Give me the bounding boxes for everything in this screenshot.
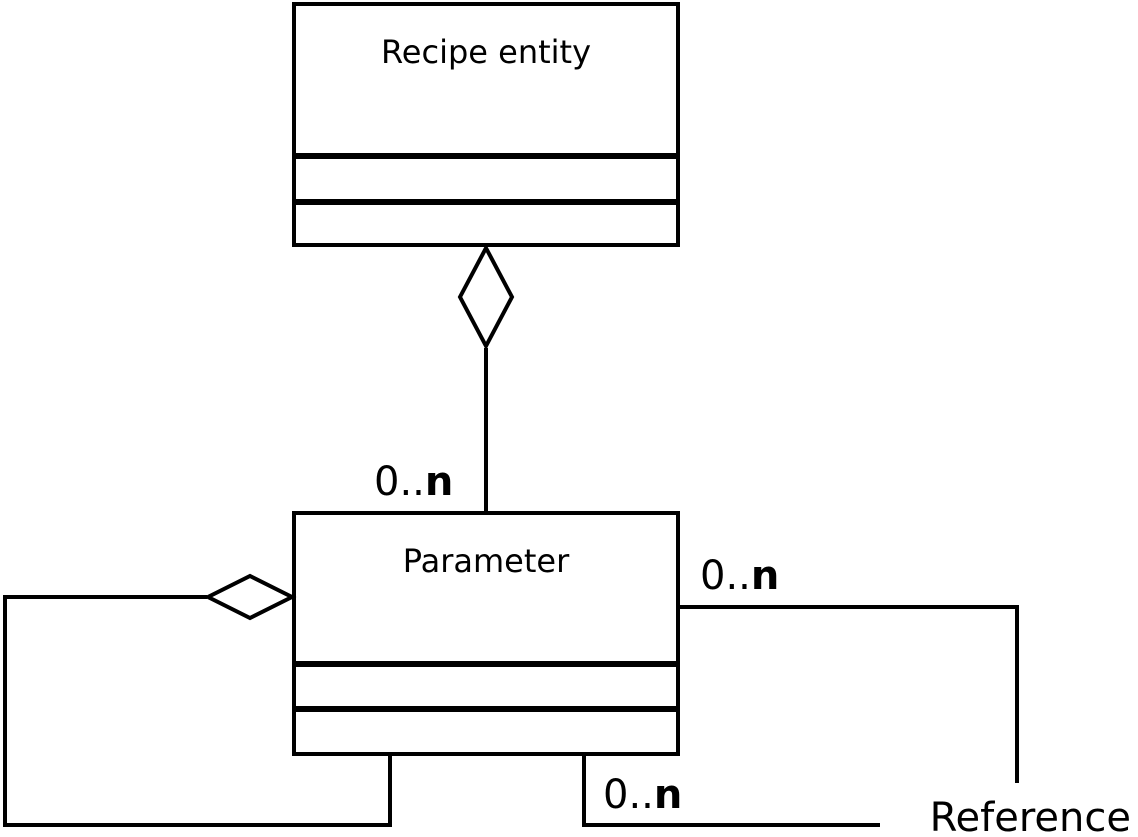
reference-line-right [678, 605, 1019, 783]
reference-association [582, 605, 1019, 827]
class-recipe-entity-name: Recipe entity [381, 33, 591, 71]
class-parameter[interactable]: Parameter [292, 511, 680, 756]
class-recipe-entity[interactable]: Recipe entity [292, 2, 680, 247]
multiplicity-recipe-parameter: 0..n [374, 459, 453, 505]
aggregation-diamond-icon [457, 243, 515, 351]
reference-line-bottom [582, 754, 880, 827]
reference-association-label: Reference [930, 795, 1131, 837]
self-aggregation-parameter [3, 573, 392, 827]
class-parameter-name: Parameter [403, 542, 570, 580]
self-aggregation-line [3, 595, 392, 827]
class-parameter-frame [292, 511, 680, 756]
multiplicity-reference-right: 0..n [700, 553, 779, 599]
self-aggregation-diamond-icon [203, 573, 297, 621]
multiplicity-reference-bottom: 0..n [603, 772, 682, 818]
aggregation-recipe-parameter [457, 243, 515, 513]
